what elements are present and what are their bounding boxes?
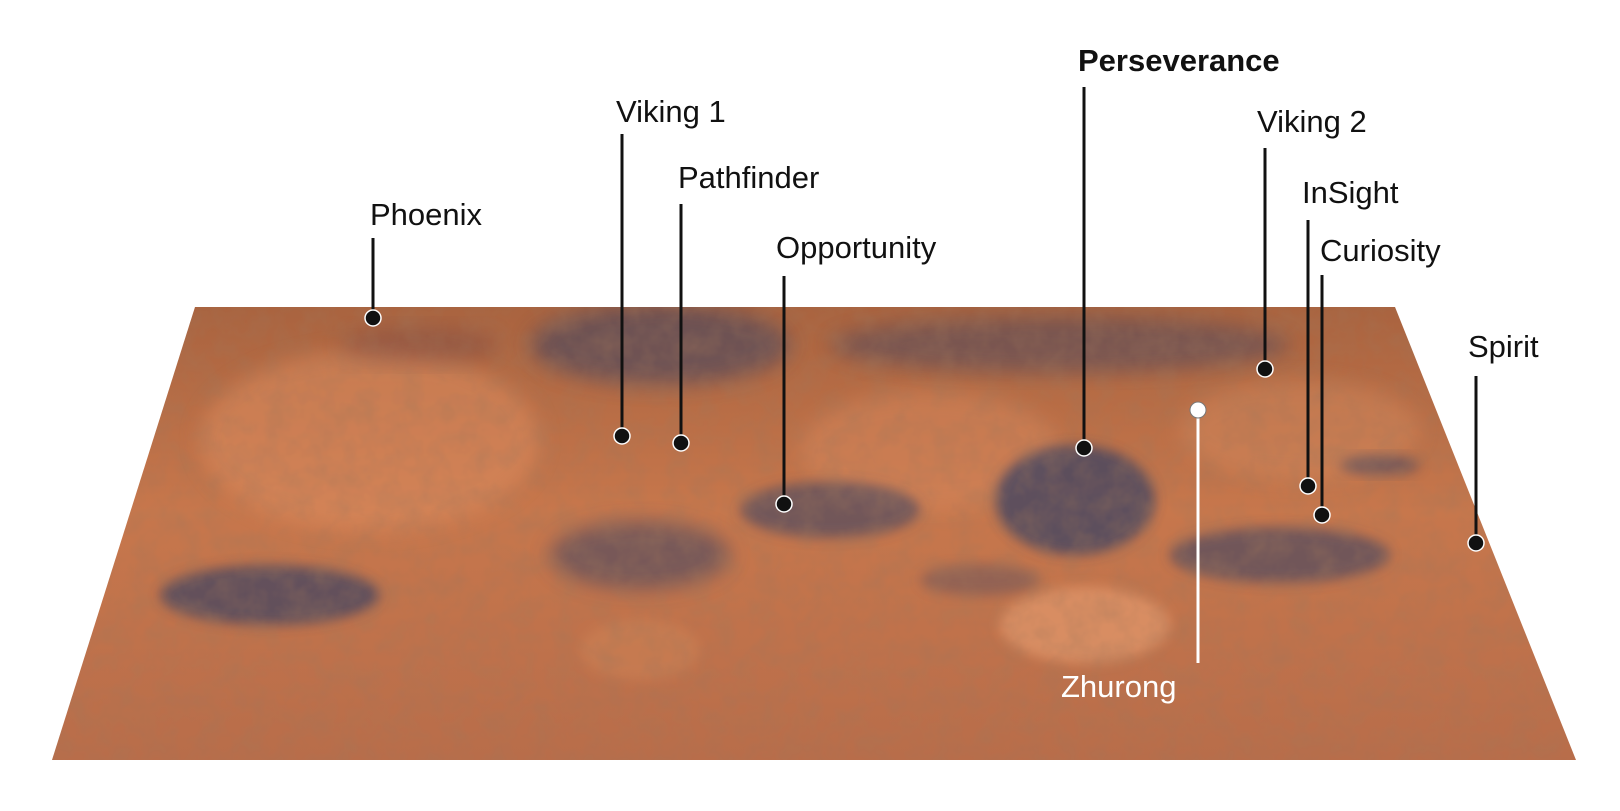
spirit-marker	[1467, 534, 1485, 552]
zhurong-label: Zhurong	[1061, 669, 1177, 704]
surface-shading	[52, 307, 1576, 760]
perseverance-label: Perseverance	[1078, 43, 1280, 78]
pathfinder-label: Pathfinder	[678, 160, 820, 195]
leader-lines	[371, 87, 1478, 663]
phoenix-marker	[364, 309, 382, 327]
pathfinder-marker	[672, 434, 690, 452]
insight-label: InSight	[1302, 175, 1399, 210]
viking-1-marker	[613, 427, 631, 445]
opportunity-marker	[775, 495, 793, 513]
spirit-label: Spirit	[1468, 329, 1539, 364]
zhurong-marker	[1189, 401, 1207, 419]
curiosity-label: Curiosity	[1320, 233, 1441, 268]
site-markers	[364, 309, 1485, 552]
viking-2-marker	[1256, 360, 1274, 378]
insight-marker	[1299, 477, 1317, 495]
perseverance-marker	[1075, 439, 1093, 457]
curiosity-marker	[1313, 506, 1331, 524]
opportunity-label: Opportunity	[776, 230, 937, 265]
viking-1-label: Viking 1	[616, 94, 726, 129]
viking-2-label: Viking 2	[1257, 104, 1367, 139]
phoenix-label: Phoenix	[370, 197, 483, 232]
